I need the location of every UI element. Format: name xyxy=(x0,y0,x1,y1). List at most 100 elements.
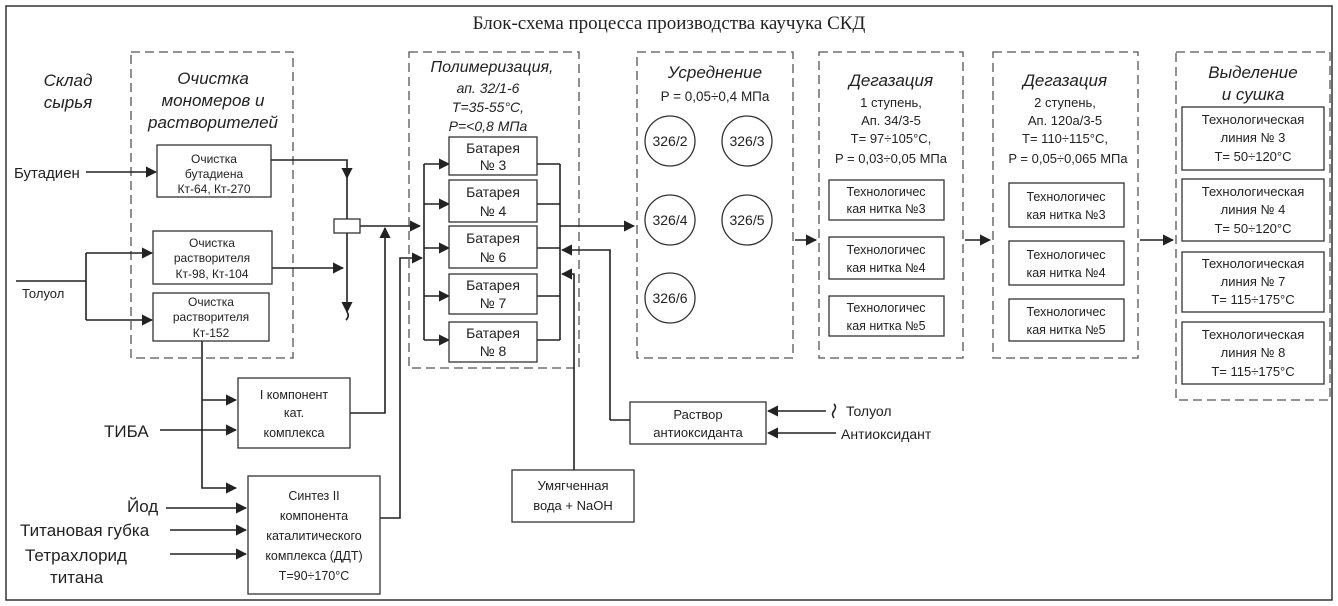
svg-text:сырья: сырья xyxy=(44,93,93,112)
tank-326-4: 326/4 xyxy=(644,194,696,246)
svg-text:линия № 3: линия № 3 xyxy=(1221,130,1286,145)
svg-text:Очистка: Очистка xyxy=(177,69,249,88)
label-tetrahlorid-2: титана xyxy=(50,568,104,587)
svg-text:комплекса (ДДТ): комплекса (ДДТ) xyxy=(265,549,362,563)
svg-text:Дегазация: Дегазация xyxy=(847,71,933,90)
battery-7: Батарея № 7 xyxy=(448,273,538,315)
label-tiba: ТИБА xyxy=(104,422,149,441)
degaz1-line-5: Технологичес кая нитка №5 xyxy=(828,295,945,337)
section-vydelenie-frame xyxy=(1175,51,1331,401)
svg-text:Очистка: Очистка xyxy=(191,152,237,166)
heading-sklad: Склад сырья xyxy=(44,71,93,112)
svg-text:2 ступень,: 2 ступень, xyxy=(1034,95,1096,110)
battery-3: Батарея № 3 xyxy=(448,136,538,176)
section-ochistka-frame xyxy=(130,51,294,359)
box-komponent-1: I компонент кат. комплекса xyxy=(237,377,351,449)
box-rastvor-antioksidanta: Раствор антиоксиданта xyxy=(629,401,767,445)
svg-text:вода + NaOH: вода + NaOH xyxy=(533,498,612,513)
svg-text:Умягченная: Умягченная xyxy=(537,478,608,493)
svg-text:Технологичес: Технологичес xyxy=(846,301,925,315)
line-voda-to-polym xyxy=(560,268,575,470)
svg-text:P=<0,8 МПа: P=<0,8 МПа xyxy=(449,118,528,134)
svg-text:Склад: Склад xyxy=(44,71,93,90)
section-degazaciya1-frame xyxy=(818,51,964,359)
heading-polimerizaciya: Полимеризация, ап. 32/1-6 T=35-55°C, P=<… xyxy=(431,59,554,134)
svg-text:326/2: 326/2 xyxy=(652,133,687,149)
svg-text:Ап. 34/3-5: Ап. 34/3-5 xyxy=(861,113,921,128)
svg-text:Технологичес: Технологичес xyxy=(846,185,925,199)
section-polimerizaciya-frame xyxy=(408,51,580,369)
line-komp1-to-polym xyxy=(350,226,391,414)
svg-text:растворителей: растворителей xyxy=(147,113,279,132)
svg-text:1 ступень,: 1 ступень, xyxy=(860,95,922,110)
section-degazaciya2-frame xyxy=(992,51,1139,359)
line-kt152-to-sintez xyxy=(201,341,238,494)
svg-text:I компонент: I компонент xyxy=(260,388,329,402)
label-butadien: Бутадиен xyxy=(14,165,80,182)
label-tetrahlorid-1: Тетрахлорид xyxy=(25,546,127,565)
tank-326-2: 326/2 xyxy=(644,115,696,167)
flow-symbol-toluol xyxy=(831,403,837,419)
svg-text:растворителя: растворителя xyxy=(174,251,250,265)
svg-text:Кт-152: Кт-152 xyxy=(193,326,230,340)
svg-text:Технологичес: Технологичес xyxy=(1026,190,1105,204)
svg-text:и сушка: и сушка xyxy=(1222,85,1285,104)
battery-4: Батарея № 4 xyxy=(448,179,538,223)
label-toluol2: Толуол xyxy=(846,403,892,419)
line-but-to-mixer xyxy=(270,159,353,180)
box-umyagchennaya-voda: Умягченная вода + NaOH xyxy=(511,469,635,523)
mixer xyxy=(333,218,361,234)
degaz2-line-3: Технологичес кая нитка №3 xyxy=(1008,182,1125,228)
degaz1-line-4: Технологичес кая нитка №4 xyxy=(828,236,945,280)
svg-text:Технологичес: Технологичес xyxy=(1026,248,1105,262)
svg-text:P = 0,05÷0,065 МПа: P = 0,05÷0,065 МПа xyxy=(1008,151,1128,166)
svg-text:326/5: 326/5 xyxy=(729,212,764,228)
svg-text:№ 6: № 6 xyxy=(480,249,507,265)
svg-text:кат.: кат. xyxy=(284,406,304,420)
svg-text:Технологическая: Технологическая xyxy=(1202,256,1305,271)
svg-text:Технологичес: Технологичес xyxy=(846,243,925,257)
svg-text:T=35-55°C,: T=35-55°C, xyxy=(452,99,524,115)
svg-text:бутадиена: бутадиена xyxy=(185,167,244,181)
svg-text:Батарея: Батарея xyxy=(466,277,520,293)
svg-text:T= 97÷105°C,: T= 97÷105°C, xyxy=(851,131,932,146)
svg-text:Синтез II: Синтез II xyxy=(288,489,339,503)
svg-text:Технологическая: Технологическая xyxy=(1202,112,1305,127)
svg-text:кая нитка №5: кая нитка №5 xyxy=(846,319,925,333)
svg-text:Батарея: Батарея xyxy=(466,325,520,341)
svg-text:Дегазация: Дегазация xyxy=(1021,71,1107,90)
svg-text:ап. 32/1-6: ап. 32/1-6 xyxy=(457,80,520,96)
diagram-title: Блок-схема процесса производства каучука… xyxy=(473,13,866,34)
degaz2-line-4: Технологичес кая нитка №4 xyxy=(1008,240,1125,286)
svg-text:каталитического: каталитического xyxy=(266,529,362,543)
svg-text:мономеров и: мономеров и xyxy=(162,91,266,110)
svg-text:компонента: компонента xyxy=(280,509,348,523)
tank-326-3: 326/3 xyxy=(721,115,773,167)
svg-text:Технологичес: Технологичес xyxy=(1026,305,1105,319)
degaz2-line-5: Технологичес кая нитка №5 xyxy=(1008,298,1125,342)
svg-text:№ 4: № 4 xyxy=(480,203,507,219)
svg-text:линия № 8: линия № 8 xyxy=(1221,345,1286,360)
tank-326-5: 326/5 xyxy=(721,194,773,246)
heading-vydelenie: Выделение и сушка xyxy=(1208,63,1297,104)
svg-text:T= 110÷115°C,: T= 110÷115°C, xyxy=(1022,131,1108,146)
label-gubka: Титановая губка xyxy=(20,521,150,540)
battery-8: Батарея № 8 xyxy=(448,321,538,363)
svg-text:№ 7: № 7 xyxy=(480,295,507,311)
svg-text:кая нитка №5: кая нитка №5 xyxy=(1026,323,1105,337)
outer-frame xyxy=(5,5,1333,601)
svg-text:Выделение: Выделение xyxy=(1208,63,1297,82)
svg-text:326/4: 326/4 xyxy=(652,212,687,228)
svg-text:комплекса: комплекса xyxy=(264,426,325,440)
heading-usrednenie: Усреднение P = 0,05÷0,4 МПа xyxy=(661,63,770,104)
svg-text:Технологическая: Технологическая xyxy=(1202,184,1305,199)
svg-text:Кт-64, Кт-270: Кт-64, Кт-270 xyxy=(177,182,250,196)
svg-text:Очистка: Очистка xyxy=(188,295,234,309)
drying-line-7: Технологическая линия № 7 T= 115÷175°C xyxy=(1181,251,1325,313)
heading-ochistka: Очистка мономеров и растворителей xyxy=(147,69,279,132)
svg-text:Очистка: Очистка xyxy=(189,236,235,250)
flow-symbol-drain xyxy=(345,311,350,321)
svg-text:T= 50÷120°C: T= 50÷120°C xyxy=(1214,221,1291,236)
